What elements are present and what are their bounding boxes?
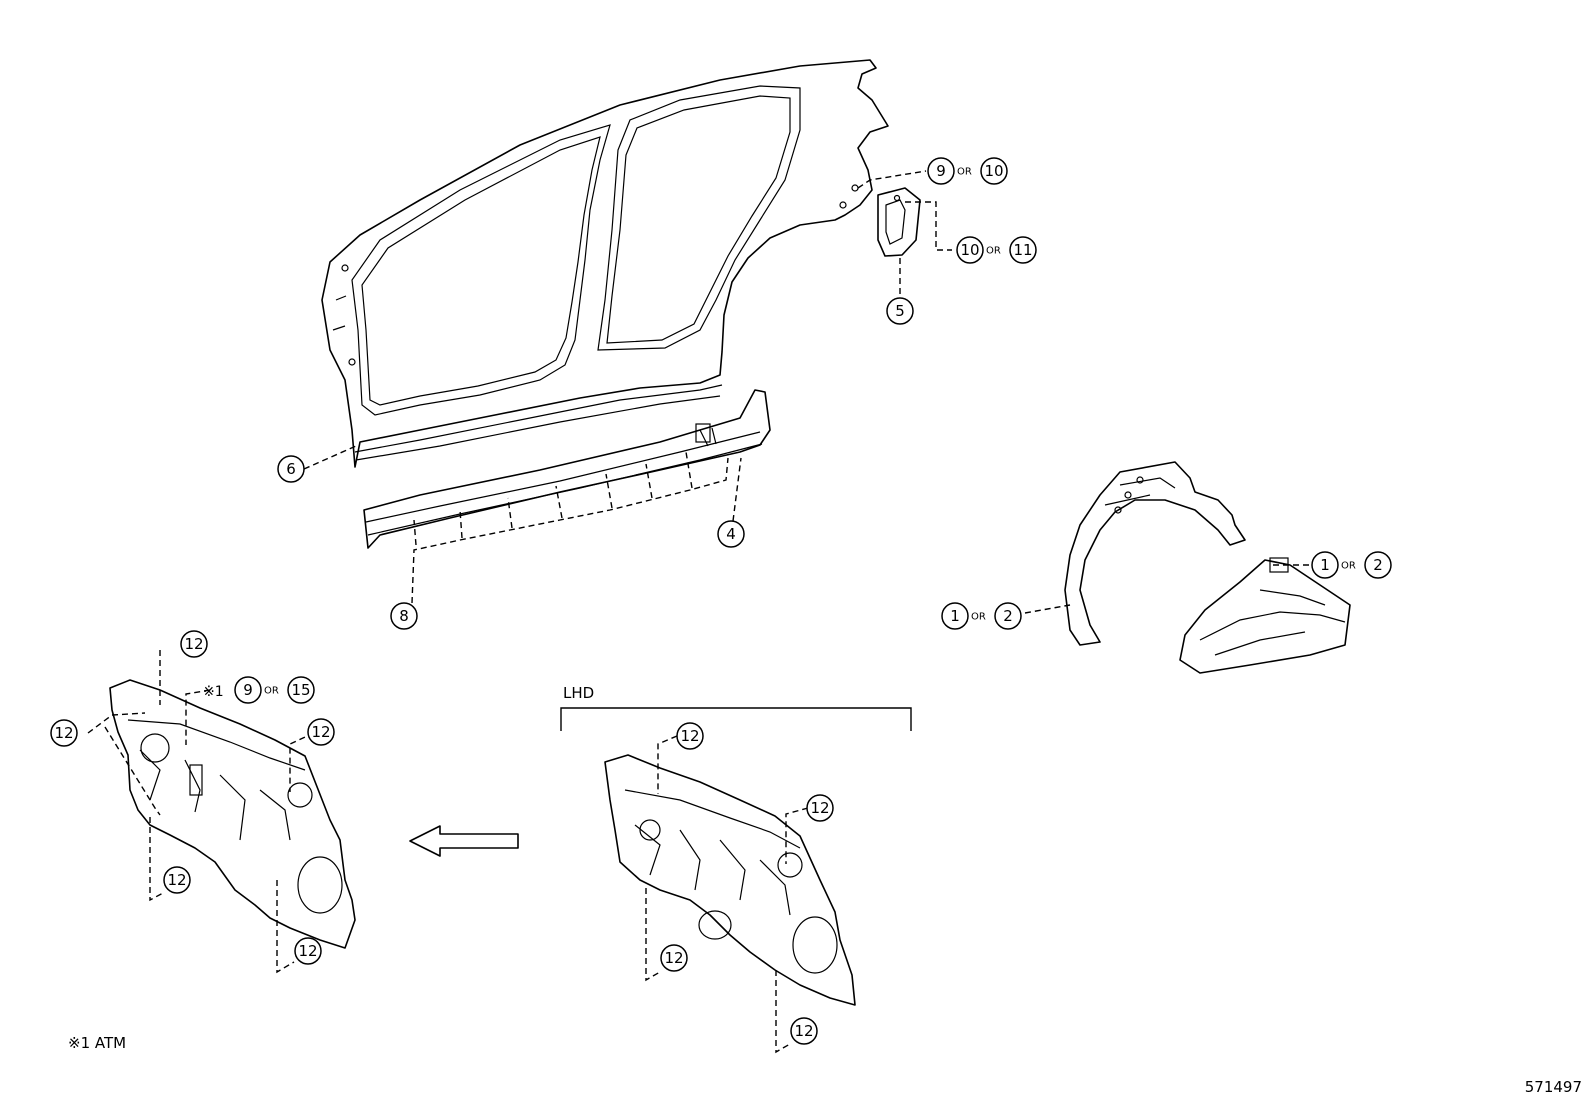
callout-12-rhd-lower-left[interactable]: 12 [163, 866, 191, 894]
callout-12-text: 12 [794, 1022, 813, 1040]
callout-10-text: 10 [960, 241, 979, 259]
leader-lines [87, 170, 1310, 1054]
callout-4[interactable]: 4 [717, 520, 745, 548]
callout-10-or-11[interactable]: 10 OR 11 [956, 236, 1037, 264]
callout-12-text: 12 [680, 727, 699, 745]
callout-8[interactable]: 8 [390, 602, 418, 630]
callout-1-text: 1 [1320, 556, 1330, 574]
callout-6[interactable]: 6 [277, 455, 305, 483]
callout-12-lhd-top[interactable]: 12 [676, 722, 704, 750]
callout-4-text: 4 [726, 525, 736, 543]
callout-8-text: 8 [399, 607, 409, 625]
lhd-label: LHD [563, 684, 594, 702]
callout-9-text: 9 [936, 162, 946, 180]
callout-1-or-2-lower[interactable]: 1 OR 2 [941, 602, 1022, 630]
callout-5[interactable]: 5 [886, 297, 914, 325]
callout-10-text: 10 [984, 162, 1003, 180]
callout-2-text: 2 [1003, 607, 1013, 625]
callout-12-lhd-bottom[interactable]: 12 [790, 1017, 818, 1045]
callout-6-text: 6 [286, 460, 296, 478]
callout-12-text: 12 [167, 871, 186, 889]
callout-2-text: 2 [1373, 556, 1383, 574]
callout-12-text: 12 [664, 949, 683, 967]
callout-9-text: 9 [243, 681, 253, 699]
callout-1-or-2-upper[interactable]: 1 OR 2 [1311, 551, 1392, 579]
footnote: ※1 ATM [68, 1034, 126, 1052]
callout-11-text: 11 [1013, 241, 1032, 259]
or-label: OR [986, 246, 1001, 257]
callout-9-or-10[interactable]: 9 OR 10 [927, 157, 1008, 185]
wheel-house-outer [1064, 461, 1246, 646]
or-label: OR [957, 167, 972, 178]
or-label: OR [971, 612, 986, 623]
wheel-house-inner [1179, 557, 1351, 674]
note-marker: ※1 [203, 684, 224, 700]
callout-12-text: 12 [298, 942, 317, 960]
callout-15-text: 15 [291, 681, 310, 699]
callout-12-lhd-lower-left[interactable]: 12 [660, 944, 688, 972]
body-side-outer-panel [321, 59, 889, 468]
callout-12-lhd-right[interactable]: 12 [806, 794, 834, 822]
callout-12-text: 12 [810, 799, 829, 817]
callout-12-rhd-top[interactable]: 12 [180, 630, 208, 658]
or-label: OR [1341, 561, 1356, 572]
callout-5-text: 5 [895, 302, 905, 320]
dash-panel-lhd [604, 754, 856, 1006]
callout-12-rhd-right[interactable]: 12 [307, 718, 335, 746]
callout-12-text: 12 [311, 723, 330, 741]
callout-12-text: 12 [184, 635, 203, 653]
callout-12-rhd-bottom[interactable]: 12 [294, 937, 322, 965]
callout-1-text: 1 [950, 607, 960, 625]
direction-arrow [409, 825, 519, 857]
quarter-panel-bracket [877, 187, 921, 257]
diagram-number: 571497 [1525, 1078, 1582, 1096]
rocker-panel [363, 389, 771, 549]
callout-12-text: 12 [54, 724, 73, 742]
lhd-bracket [560, 707, 912, 731]
callout-12-rhd-left[interactable]: 12 [50, 719, 78, 747]
or-label: OR [264, 686, 279, 697]
callout-note-9-or-15[interactable]: ※1 9 OR 15 [203, 676, 315, 704]
dash-panel-rhd [109, 679, 356, 949]
